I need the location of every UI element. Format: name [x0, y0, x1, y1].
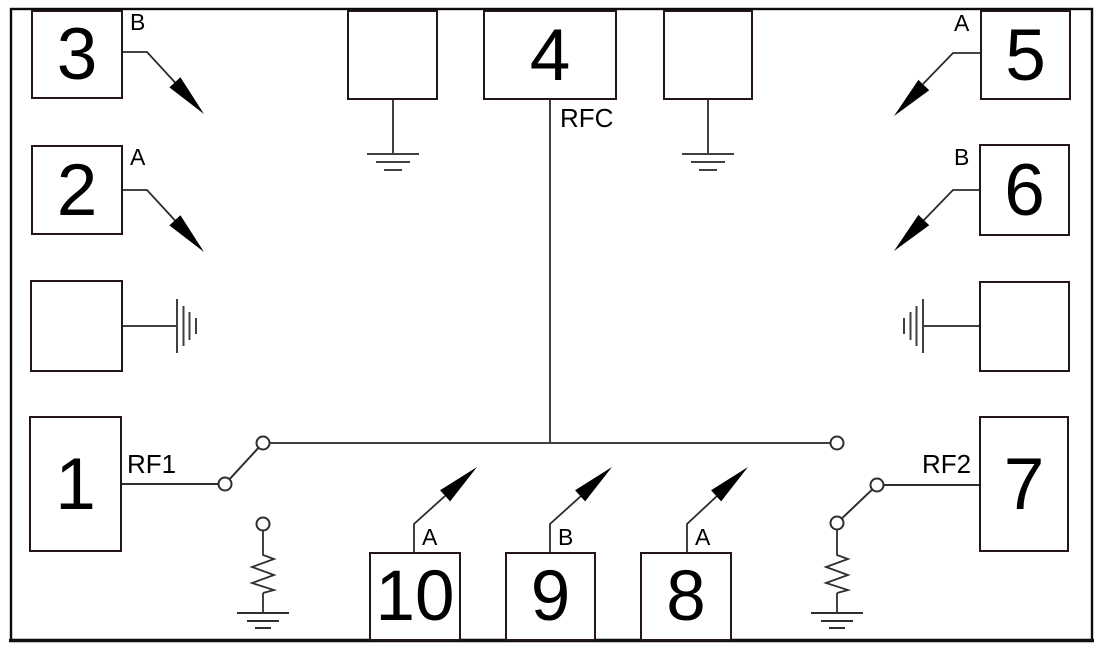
pad-7-number: 7 — [1003, 443, 1045, 525]
termination-resistor-icon — [237, 530, 289, 629]
side-ground-icon — [123, 299, 197, 353]
rfc-bus-wire — [270, 100, 830, 444]
pad-9-number: 9 — [530, 557, 571, 636]
control-arrow-icon — [413, 461, 483, 552]
pad-8-number: 8 — [666, 557, 706, 636]
control-label-pin5: A — [954, 10, 970, 36]
pad-9: 9 — [505, 552, 596, 641]
package-outline — [9, 7, 1094, 643]
termination-resistor-icon — [811, 529, 863, 629]
control-label-pin3: B — [130, 9, 146, 35]
pad-10-number: 10 — [375, 557, 455, 636]
signal-label-rf1: RF1 — [127, 449, 177, 479]
control-arrow-icon — [549, 461, 618, 552]
pad-8: 8 — [640, 552, 732, 641]
control-label-pin2: A — [130, 144, 146, 170]
side-ground-icon — [903, 299, 979, 353]
pad-ground-left — [30, 280, 123, 372]
pad-5-number: 5 — [1005, 14, 1046, 96]
control-label-pin9: B — [558, 524, 574, 550]
pad-2-number: 2 — [56, 149, 98, 231]
pad-ground-top-left — [347, 10, 438, 100]
pad-3: 3 — [31, 10, 123, 99]
ground-icon — [367, 100, 419, 171]
pad-ground-top-right — [663, 10, 753, 100]
control-arrow-icon — [686, 461, 754, 552]
pad-2: 2 — [31, 145, 123, 235]
switch-rf2 — [829, 435, 979, 531]
control-label-pin8: A — [695, 524, 711, 550]
pad-ground-right — [979, 281, 1070, 372]
control-arrow-icon — [123, 189, 210, 258]
switch-rf1 — [122, 435, 271, 532]
control-label-pin10: A — [422, 524, 438, 550]
control-arrow-icon — [888, 52, 980, 122]
pad-10: 10 — [369, 552, 461, 641]
signal-label-rf2: RF2 — [922, 449, 972, 479]
pad-7: 7 — [979, 416, 1069, 552]
pad-4: 4 — [483, 10, 617, 100]
pad-6: 6 — [979, 144, 1070, 236]
pad-1: 1 — [29, 416, 122, 552]
ground-icon — [682, 100, 734, 171]
pad-4-number: 4 — [529, 14, 571, 96]
signal-label-rfc: RFC — [560, 103, 614, 133]
control-label-pin6: B — [954, 144, 970, 170]
control-arrow-icon — [123, 51, 210, 120]
pad-1-number: 1 — [55, 443, 96, 525]
pad-6-number: 6 — [1004, 149, 1045, 231]
pad-3-number: 3 — [56, 14, 98, 95]
pad-5: 5 — [980, 10, 1071, 100]
control-arrow-icon — [888, 189, 979, 257]
